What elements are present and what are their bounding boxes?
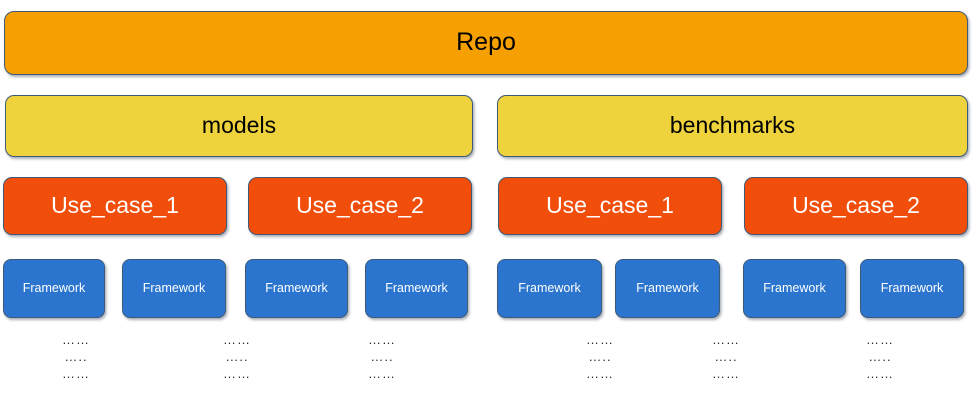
ellipsis-row: …… (712, 366, 740, 381)
ellipsis-row: …… (368, 332, 396, 347)
ellipsis-row: …… (223, 366, 251, 381)
ellipsis-row: …… (866, 366, 894, 381)
ellipsis-group-3: …… ….. …… (351, 331, 413, 382)
ellipsis-row: …… (368, 366, 396, 381)
node-usecase-benchmarks-2[interactable]: Use_case_2 (744, 177, 968, 235)
ellipsis-row: ….. (588, 349, 612, 364)
node-usecase-benchmarks-1[interactable]: Use_case_1 (498, 177, 722, 235)
ellipsis-row: …… (62, 332, 90, 347)
ellipsis-row: ….. (370, 349, 394, 364)
node-framework-2[interactable]: Framework (122, 259, 226, 318)
ellipsis-group-4: …… ….. …… (569, 331, 631, 382)
node-folder-benchmarks[interactable]: benchmarks (497, 95, 968, 157)
ellipsis-group-2: …… ….. …… (206, 331, 268, 382)
ellipsis-group-6: …… ….. …… (849, 331, 911, 382)
node-framework-4[interactable]: Framework (365, 259, 468, 318)
ellipsis-row: ….. (64, 349, 88, 364)
node-usecase-models-1[interactable]: Use_case_1 (3, 177, 227, 235)
ellipsis-row: …… (586, 332, 614, 347)
ellipsis-group-5: …… ….. …… (695, 331, 757, 382)
ellipsis-row: ….. (225, 349, 249, 364)
node-framework-7[interactable]: Framework (743, 259, 846, 318)
ellipsis-row: …… (866, 332, 894, 347)
node-framework-1[interactable]: Framework (3, 259, 105, 318)
ellipsis-row: …… (712, 332, 740, 347)
ellipsis-group-1: …… ….. …… (45, 331, 107, 382)
node-repo[interactable]: Repo (4, 11, 968, 75)
ellipsis-row: …… (586, 366, 614, 381)
node-usecase-models-2[interactable]: Use_case_2 (248, 177, 472, 235)
node-folder-models[interactable]: models (5, 95, 473, 157)
ellipsis-row: …… (223, 332, 251, 347)
node-framework-6[interactable]: Framework (615, 259, 720, 318)
node-framework-5[interactable]: Framework (497, 259, 602, 318)
ellipsis-row: …… (62, 366, 90, 381)
node-framework-3[interactable]: Framework (245, 259, 348, 318)
ellipsis-row: ….. (868, 349, 892, 364)
ellipsis-row: ….. (714, 349, 738, 364)
node-framework-8[interactable]: Framework (860, 259, 964, 318)
